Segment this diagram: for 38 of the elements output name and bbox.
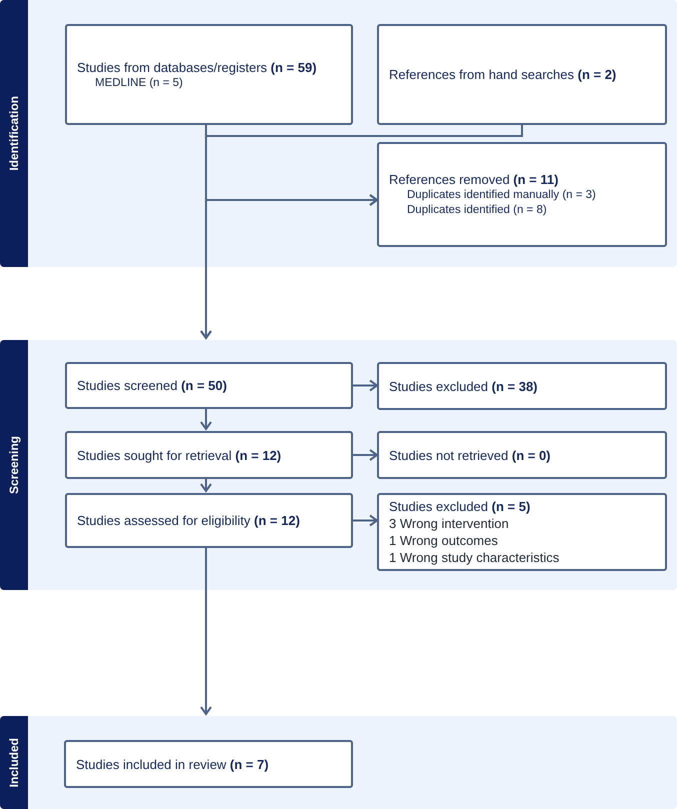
box-heading: Studies sought for retrieval (n = 12)	[77, 446, 282, 464]
arrow	[200, 409, 212, 430]
box-heading: Studies included in review (n = 7)	[76, 756, 270, 772]
box-detail: 1 Wrong outcomes	[389, 532, 499, 549]
box-detail: Duplicates identified manually (n = 3)	[406, 188, 597, 203]
process-box	[65, 493, 353, 548]
process-box	[377, 362, 667, 410]
arrow	[353, 514, 378, 526]
process-box	[377, 493, 667, 571]
box-heading: References from hand searches (n = 2)	[389, 66, 618, 83]
phase-panel	[0, 716, 677, 809]
box-heading: Studies from databases/registers (n = 59)	[77, 58, 318, 76]
arrow	[353, 380, 378, 392]
box-heading: Studies screened (n = 50)	[77, 377, 228, 394]
phase-label: Included	[7, 738, 21, 788]
phase-panel	[0, 0, 677, 267]
box-detail: 3 Wrong intervention	[389, 515, 510, 532]
process-box	[377, 142, 667, 247]
box-detail: MEDLINE (n = 5)	[94, 76, 184, 90]
arrow	[200, 548, 212, 715]
box-detail: Duplicates identified (n = 8)	[406, 203, 548, 218]
box-heading: References removed (n = 11)	[389, 171, 560, 188]
process-box	[64, 740, 353, 788]
arrow	[353, 449, 378, 461]
box-heading: Studies excluded (n = 38)	[389, 378, 538, 394]
phase-panel	[0, 340, 677, 590]
phase-label: Screening	[7, 436, 21, 494]
process-box	[377, 431, 667, 479]
box-detail: 1 Wrong study characteristics	[389, 549, 560, 566]
process-box	[65, 362, 353, 409]
arrow	[200, 479, 212, 492]
box-heading: Studies excluded (n = 5)	[389, 498, 532, 515]
phase-label: Identification	[7, 96, 21, 171]
process-box	[377, 24, 667, 125]
process-box	[65, 431, 353, 479]
box-heading: Studies not retrieved (n = 0)	[389, 446, 552, 464]
process-box	[65, 24, 353, 125]
box-heading: Studies assessed for eligibility (n = 12)	[77, 512, 301, 529]
